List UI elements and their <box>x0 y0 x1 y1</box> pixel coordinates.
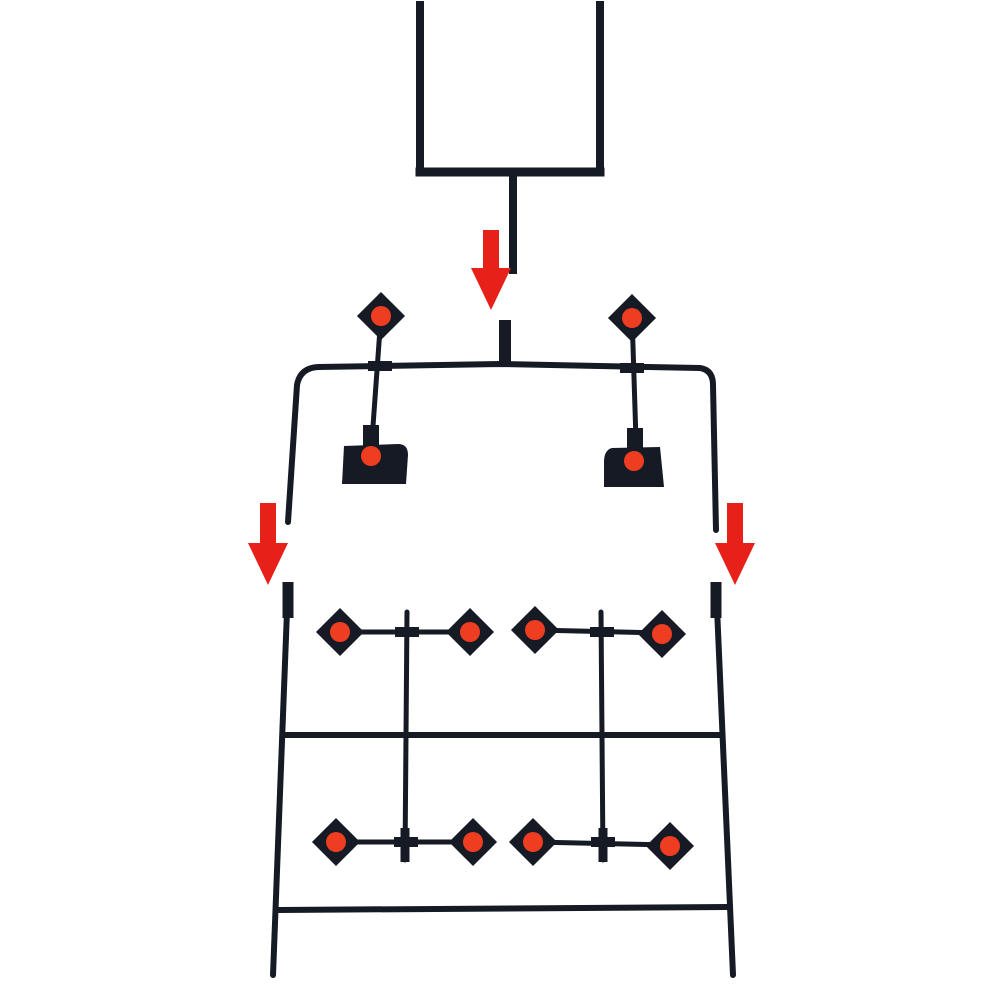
diamond-target-icon <box>508 817 558 867</box>
diamond-target-icon <box>645 821 695 871</box>
paddle-target-right <box>604 428 664 487</box>
diamond-target-icon <box>356 291 406 341</box>
down-arrow-icon <box>248 503 288 585</box>
middle-frame <box>285 312 719 533</box>
top-stake-frame <box>415 1 605 274</box>
down-arrow-icon <box>471 230 511 310</box>
diamond-target-icon <box>311 817 361 867</box>
diamond-target-icon <box>607 293 657 343</box>
bottom-frame <box>270 582 736 978</box>
diamond-target-icon <box>315 607 365 657</box>
diamond-target-icon <box>448 817 498 867</box>
diamond-target-icon <box>510 605 560 655</box>
diamond-target-icon <box>637 609 687 659</box>
down-arrow-icon <box>715 503 755 585</box>
paddle-target-left <box>342 425 408 484</box>
diamond-target-icon <box>445 607 495 657</box>
